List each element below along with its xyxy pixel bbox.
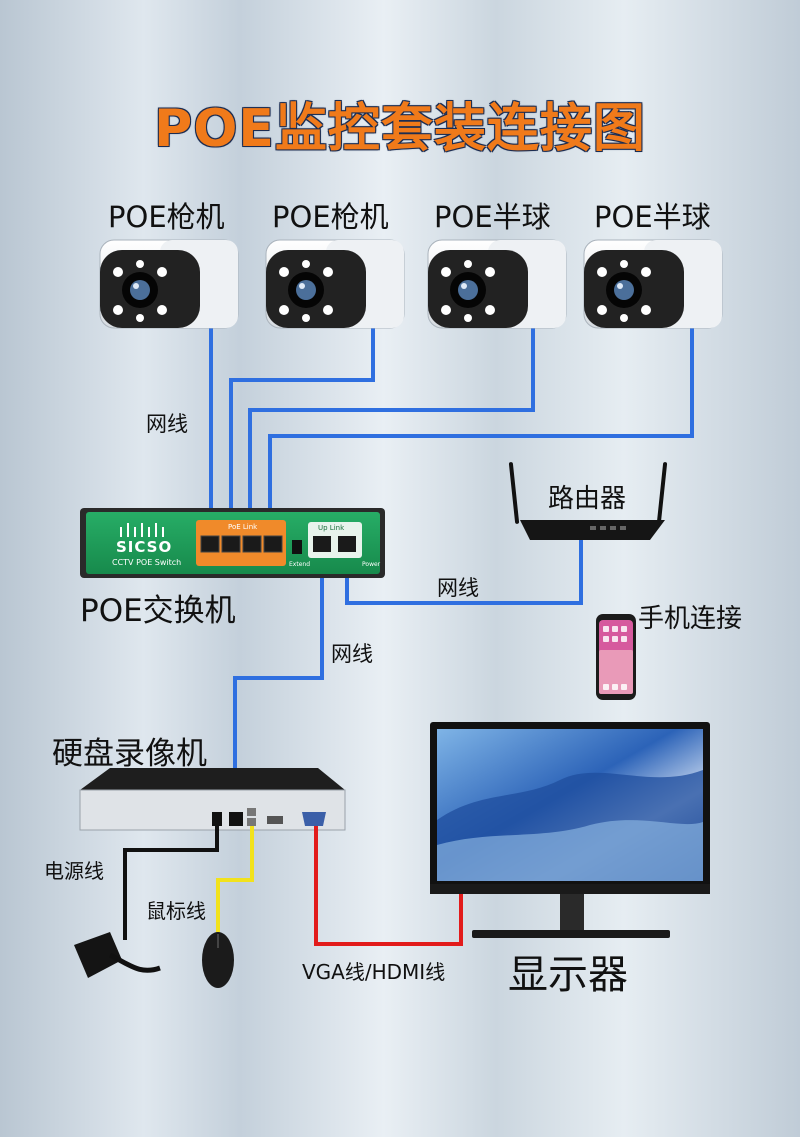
network-cable-label-3: 网线 xyxy=(331,642,373,666)
video-cable-label: VGA线/HDMI线 xyxy=(302,960,446,984)
switch-power-label: Power xyxy=(362,561,381,568)
camera-2-label: POE枪机 xyxy=(272,200,389,234)
camera-3-label: POE半球 xyxy=(434,200,551,234)
smartphone xyxy=(596,614,636,700)
poe-switch xyxy=(80,508,385,578)
camera-4-label: POE半球 xyxy=(594,200,711,234)
cable-camera-3 xyxy=(248,318,535,528)
monitor-caption: 显示器 xyxy=(508,952,628,998)
cable-camera-2 xyxy=(229,318,375,528)
camera-2 xyxy=(265,239,405,329)
network-cable-label-2: 网线 xyxy=(437,576,479,600)
power-adapter xyxy=(74,932,161,978)
switch-poe-ports-label: PoE Link xyxy=(228,523,258,531)
mouse-cable xyxy=(216,826,254,932)
router-caption: 路由器 xyxy=(548,484,627,514)
camera-1-label: POE枪机 xyxy=(108,200,225,234)
switch-caption: POE交换机 xyxy=(80,593,236,629)
nvr-recorder xyxy=(79,768,346,831)
network-cables xyxy=(209,318,694,808)
monitor xyxy=(430,722,710,938)
cable-switch-nvr xyxy=(233,555,324,808)
cable-camera-4 xyxy=(268,318,694,528)
diagram-title: POE监控套装连接图 xyxy=(154,99,646,159)
network-cable-label-1: 网线 xyxy=(146,412,188,436)
cable-switch-router xyxy=(345,540,583,605)
power-cable xyxy=(123,826,219,940)
camera-3 xyxy=(427,239,567,329)
switch-brand: SICSO xyxy=(116,538,173,556)
camera-1 xyxy=(99,239,239,329)
camera-4 xyxy=(583,239,723,329)
video-cable xyxy=(314,826,463,946)
power-cable-label: 电源线 xyxy=(44,859,104,883)
mouse-cable-label: 鼠标线 xyxy=(146,899,206,923)
mouse xyxy=(202,932,234,988)
switch-extend-label: Extend xyxy=(289,561,310,568)
phone-caption: 手机连接 xyxy=(638,604,743,634)
switch-uplink-label: Up Link xyxy=(318,524,345,532)
switch-subtitle: CCTV POE Switch xyxy=(112,558,182,567)
router xyxy=(508,462,668,540)
nvr-caption: 硬盘录像机 xyxy=(52,736,207,772)
